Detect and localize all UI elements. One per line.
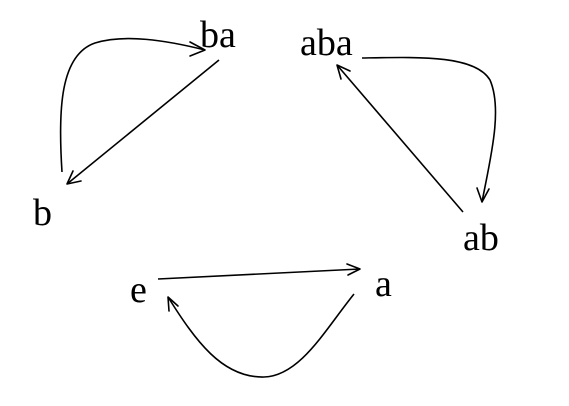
node-b: b [33, 192, 52, 234]
arrowhead-a-to-e [167, 296, 179, 312]
arrowhead-b-to-ba [189, 41, 206, 57]
nodes: ba aba b ab e a [33, 14, 499, 311]
node-e: e [130, 269, 147, 311]
node-a: a [375, 263, 392, 305]
node-aba: aba [300, 22, 353, 64]
edges [59, 37, 497, 378]
arrowhead-ba-to-b [66, 170, 82, 185]
edge-ba-to-b [66, 59, 220, 185]
arrowhead-aba-to-ab [476, 187, 490, 203]
arrowhead-e-to-a [346, 263, 361, 276]
node-ba: ba [200, 14, 236, 56]
arrowhead-ab-to-aba [336, 64, 351, 80]
edge-a-to-e [167, 293, 355, 378]
node-ab: ab [463, 217, 499, 259]
edge-ab-to-aba [336, 64, 464, 213]
edge-aba-to-ab [361, 56, 497, 203]
edge-e-to-a [157, 268, 361, 280]
edge-b-to-ba [59, 37, 206, 173]
